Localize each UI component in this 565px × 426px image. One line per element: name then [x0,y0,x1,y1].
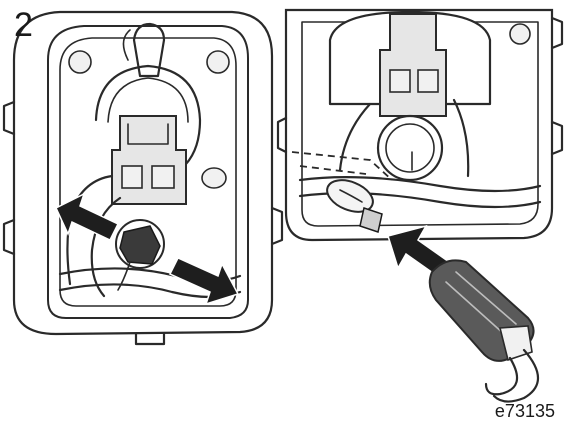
arrow-icon [55,192,120,241]
right-socket-tab-2 [417,69,439,93]
left-socket-body [111,115,187,205]
bulb-filament [339,189,363,203]
right-mount-hole [509,23,531,45]
right-socket-tab-1 [389,69,411,93]
right-housing-inner-rim [301,21,539,227]
left-reflector-ring-inner [107,77,189,123]
connector-group [387,224,539,403]
right-housing-tab-right [550,120,564,156]
left-socket-lead [117,261,131,291]
right-socket-body [379,13,447,117]
left-housing-tab-bottom [134,332,166,346]
right-wire-3 [338,102,372,172]
left-mount-hole-right [201,167,227,189]
left-housing-tab-right [270,206,284,246]
right-removal-path-upper [291,151,393,181]
right-bulb-hole-inner [385,123,435,173]
connector-ridge-2 [455,271,517,325]
left-mount-hole-top-left [68,50,92,74]
left-socket-tab-2 [151,165,175,189]
left-hanger-clip [132,22,166,78]
connector-lead-1 [484,356,519,396]
left-housing-tab-left-top [2,100,16,136]
left-panel [2,10,284,346]
right-panel [276,8,564,242]
bulb-group [326,179,383,233]
left-socket-latch [127,123,169,145]
left-mount-hole-top-right [206,50,230,74]
connector-lead-2 [492,348,539,403]
right-housing-tab-left [276,116,288,154]
left-socket-tab-1 [121,165,143,189]
right-housing-tab-top [550,16,564,50]
left-socket-connector [119,225,161,265]
step-number: 2 [14,6,33,44]
right-wire-1 [298,176,542,193]
left-housing-tab-left-bottom [2,218,16,256]
right-wire-4 [452,98,470,178]
figure-code: e73135 [494,401,555,421]
arrow-icon [168,257,240,306]
left-reflector-ring [94,64,202,170]
bulb-base [359,207,383,233]
right-bulb-hole [376,114,444,182]
connector-ridge-1 [445,281,505,335]
left-hanger-hook [122,29,131,61]
